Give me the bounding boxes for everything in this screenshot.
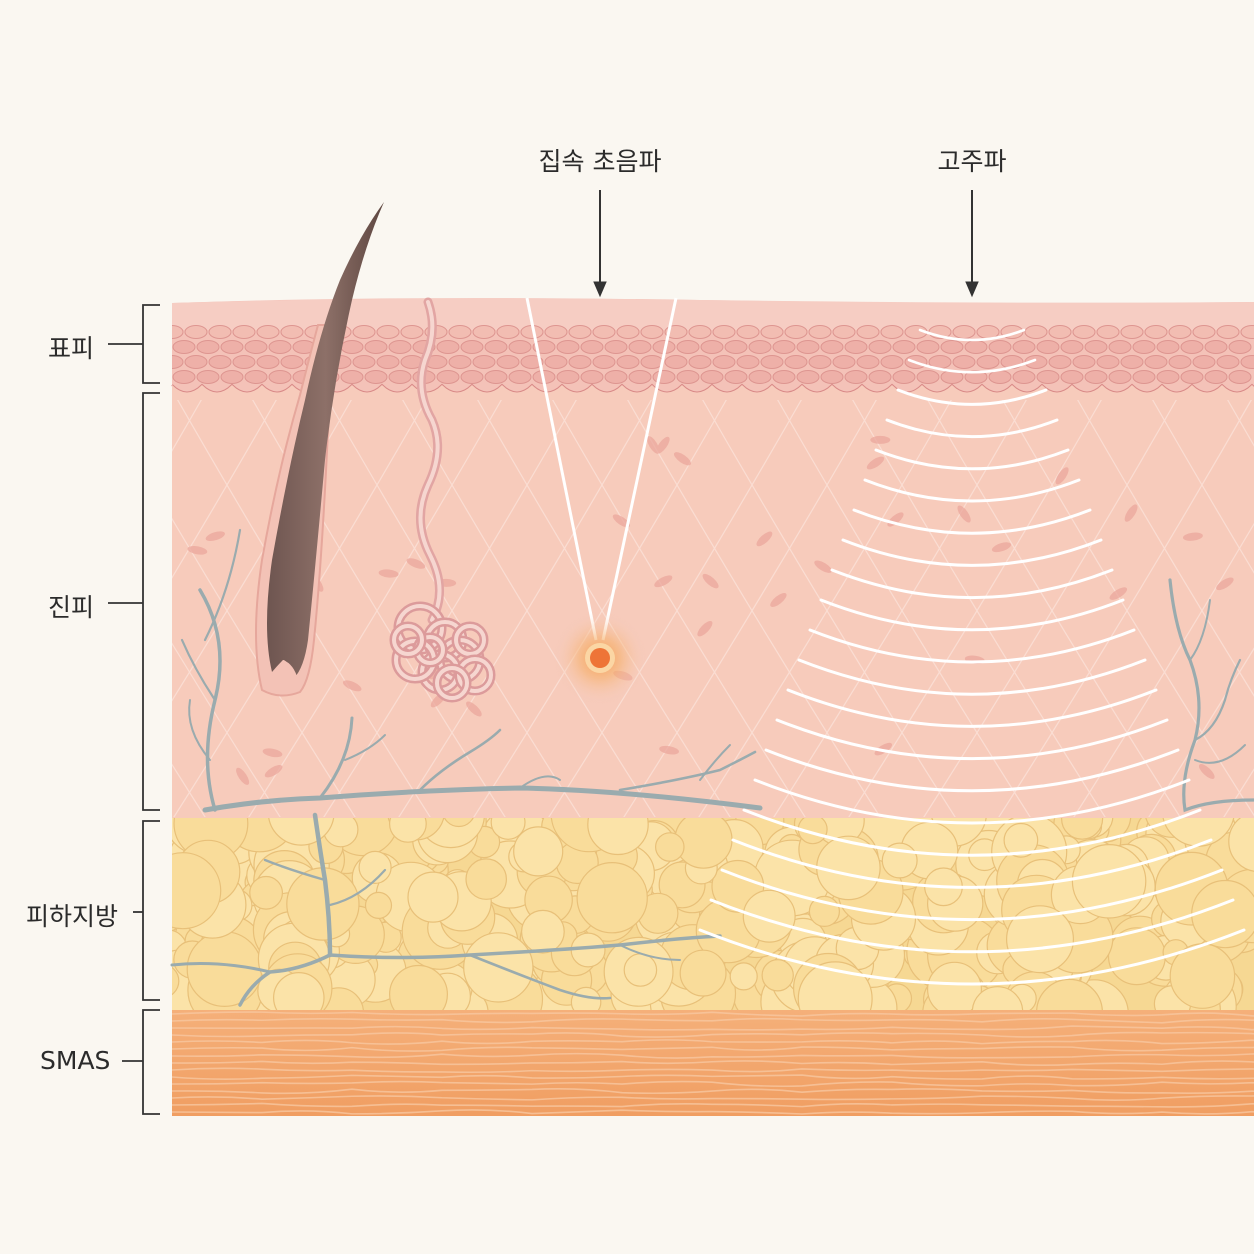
hair-follicle [255, 202, 384, 697]
hifu-arrow [593, 190, 607, 298]
hifu-label: 집속 초음파 [538, 147, 662, 176]
smas-layer [172, 1008, 1254, 1116]
dermis-layer [172, 380, 1254, 818]
layer-brackets [108, 304, 160, 1115]
epidermis-bracket [142, 304, 160, 384]
subcutaneous-fat-label: 피하지방 [26, 902, 119, 931]
rf-label: 고주파 [937, 147, 1007, 176]
dermis-label: 진피 [48, 593, 95, 622]
sweat-gland [389, 297, 496, 703]
smas-label: SMAS [40, 1046, 111, 1075]
epidermis-label: 표피 [48, 334, 95, 363]
hifu-beam [525, 297, 678, 641]
focal-point [554, 612, 646, 704]
dermis-bracket [142, 392, 160, 811]
fat-bracket [142, 820, 160, 1001]
smas-bracket [142, 1009, 160, 1115]
blood-vessels [170, 528, 1254, 1007]
rf-waves [698, 328, 1246, 986]
rf-arrow [965, 190, 979, 298]
epidermis-layer [171, 298, 1254, 400]
